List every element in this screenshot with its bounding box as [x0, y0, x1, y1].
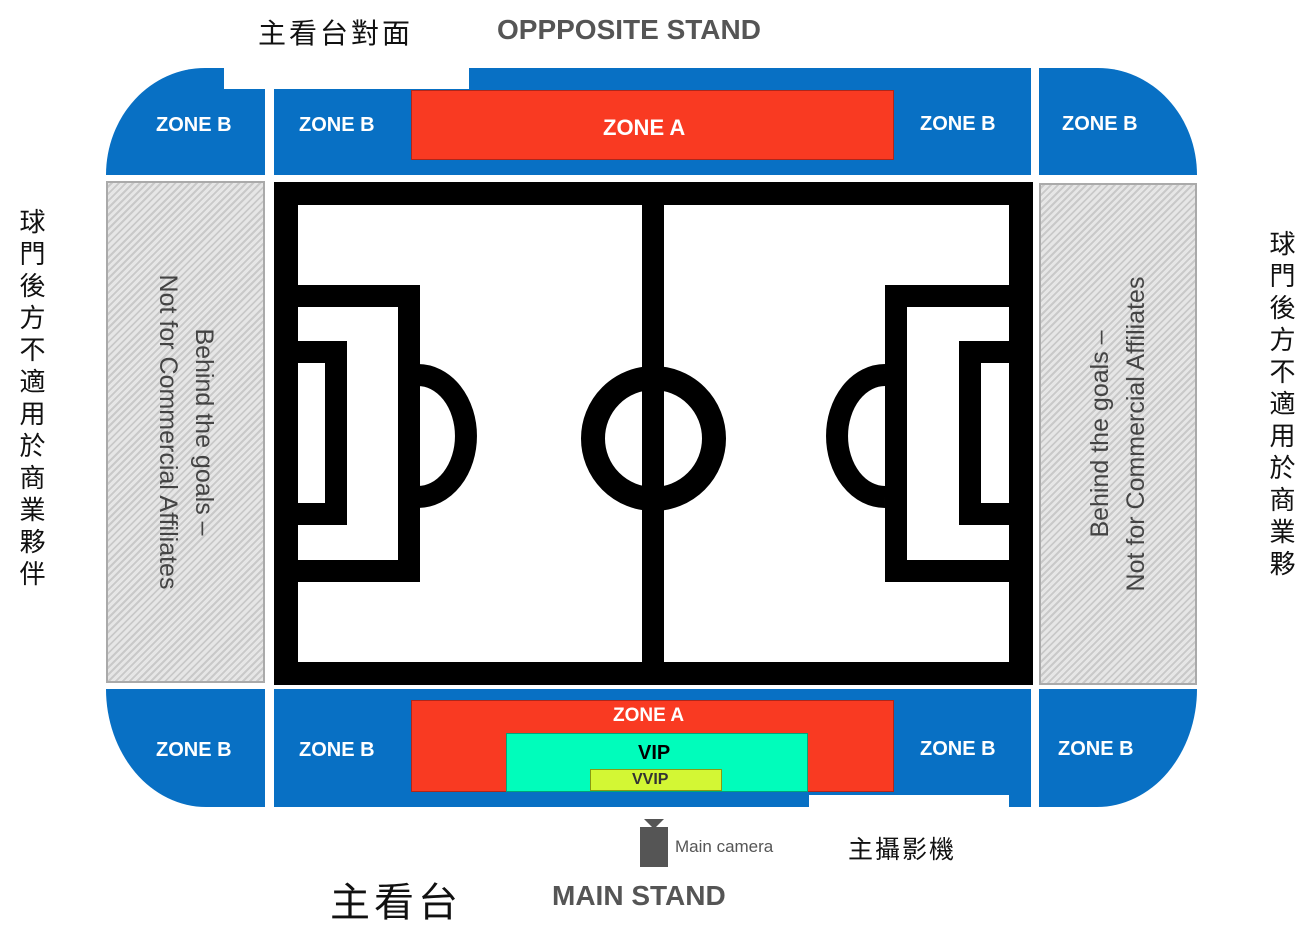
bottom-stand-zone-b-right-label: ZONE B	[920, 738, 996, 760]
corner-bottom-right-zone-b-label: ZONE B	[1058, 738, 1134, 760]
right-penalty-arc	[826, 364, 886, 508]
left-goal-line	[274, 182, 298, 685]
bottom-stand-zone-a-label: ZONE A	[613, 705, 685, 726]
top-stand-zone-b-left-label: ZONE B	[299, 114, 375, 136]
top-stand-zone-a-label: ZONE A	[603, 115, 686, 140]
right-goal-line	[1009, 182, 1033, 685]
opposite-stand-title-en: OPPPOSITE STAND	[497, 14, 761, 45]
camera-icon	[640, 819, 668, 867]
top-stand-zone-a[interactable]	[411, 90, 894, 160]
corner-bottom-left-zone-b-label: ZONE B	[156, 739, 232, 761]
opposite-stand-title-zh: 主看台對面	[258, 17, 414, 50]
left-penalty-arc	[417, 364, 477, 508]
center-circle-line-gap-fill	[642, 390, 664, 487]
main-stand-title-zh: 主看台	[330, 880, 462, 926]
right-goal-box	[959, 341, 1019, 525]
right-penalty-box	[885, 285, 1019, 582]
behind-goal-right	[1039, 183, 1197, 685]
right-side-caption-zh: 球門後方不適用於商業夥	[1265, 230, 1295, 582]
behind-goal-left	[106, 181, 265, 683]
main-stand-title-en: MAIN STAND	[552, 880, 726, 911]
top-stand-zone-b-right-label: ZONE B	[920, 113, 996, 135]
left-side-caption-zh: 球門後方不適用於商業夥伴	[15, 208, 45, 592]
bottom-stand-notch	[809, 795, 1009, 815]
camera-label-zh: 主攝影機	[848, 835, 957, 864]
vip-label: VIP	[638, 742, 671, 764]
vvip-label: VVIP	[632, 771, 669, 788]
camera-label: Main camera	[675, 837, 774, 856]
corner-top-right-zone-b-label: ZONE B	[1062, 113, 1138, 135]
bottom-stand-zone-b-left-label: ZONE B	[299, 739, 375, 761]
left-goal-box	[287, 341, 347, 525]
vvip-section[interactable]	[590, 769, 722, 791]
corner-top-left-zone-b-label: ZONE B	[156, 114, 232, 136]
left-penalty-box	[287, 285, 420, 582]
top-stand-notch	[224, 60, 469, 89]
